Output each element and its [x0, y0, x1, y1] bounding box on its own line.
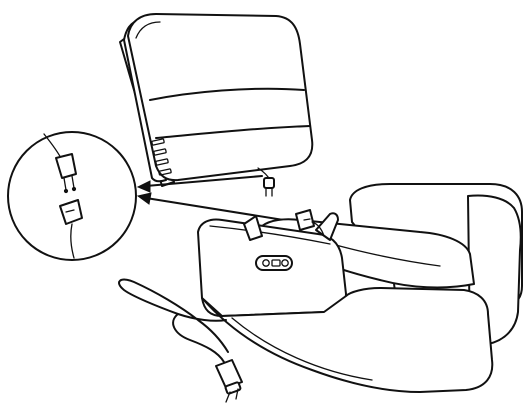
- seat-back-connector: [258, 168, 274, 196]
- recliner-base: [198, 184, 522, 392]
- seat-back: [120, 14, 312, 186]
- detail-callout: [8, 132, 136, 260]
- arrow-to-callout-lower: [138, 193, 296, 222]
- power-button-panel: [256, 256, 292, 270]
